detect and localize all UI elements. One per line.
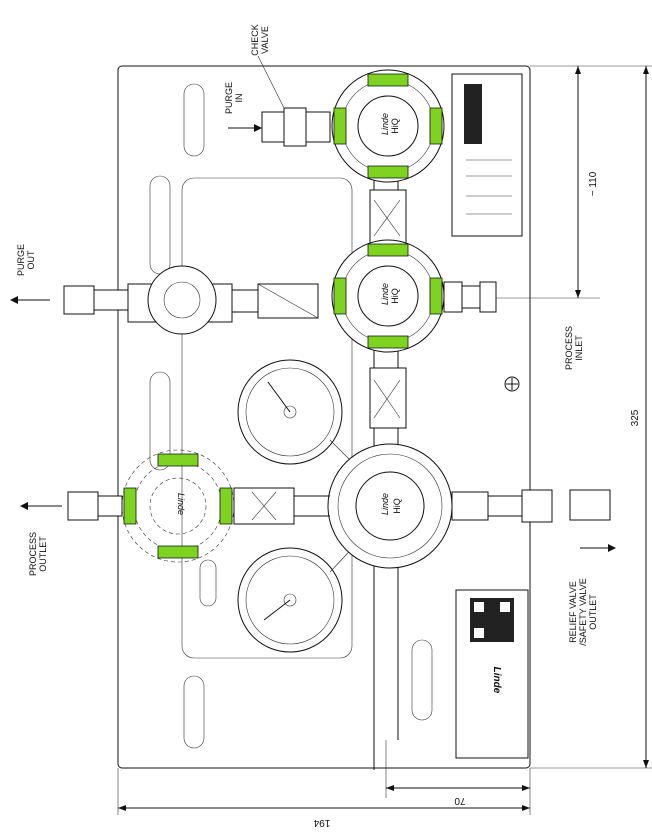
check-valve-fitting	[261, 107, 331, 147]
mounting-slot	[183, 83, 205, 157]
relief-fitting	[521, 489, 553, 523]
purge-out-valve	[127, 265, 319, 335]
process-outlet-label: PROCESS OUTLET	[28, 532, 48, 576]
main-regulator: Linde HiQ	[327, 443, 453, 569]
relief-fitting	[569, 489, 611, 521]
relief-fitting	[487, 495, 523, 517]
svg-text:VALVE: VALVE	[260, 26, 270, 54]
svg-text:CHECK: CHECK	[250, 24, 260, 56]
svg-text:/SAFETY VALVE: /SAFETY VALVE	[578, 578, 588, 646]
svg-text:OUTLET: OUTLET	[588, 594, 598, 630]
dimension-70: 70	[454, 795, 466, 806]
dimension-194: 194	[313, 817, 330, 828]
svg-text:OUTLET: OUTLET	[38, 536, 48, 572]
mounting-slot	[149, 371, 171, 471]
outlet-fitting	[97, 495, 123, 517]
svg-text:PURGE: PURGE	[224, 82, 234, 114]
arrow-icon	[20, 502, 62, 510]
pressure-gauge-upper	[237, 359, 343, 465]
svg-text:PROCESS: PROCESS	[564, 326, 574, 370]
mounting-screw-icon	[504, 376, 520, 392]
svg-text:Linde: Linde	[380, 283, 390, 305]
svg-text:Linde: Linde	[380, 493, 390, 515]
outlet-fitting	[67, 491, 99, 521]
top-regulator: Linde HiQ	[331, 69, 445, 183]
svg-text:PROCESS: PROCESS	[28, 532, 38, 576]
dimension-110: ~ 110	[588, 171, 599, 196]
mounting-slot	[183, 675, 205, 749]
pressure-gauge-lower	[237, 547, 343, 653]
arrow-icon	[580, 544, 616, 552]
inlet-fitting	[443, 281, 463, 313]
check-valve-leader	[257, 55, 285, 109]
svg-text:Linde: Linde	[176, 493, 186, 515]
purge-out-label: PURGE OUT	[16, 244, 36, 276]
regulator-hiq-mark: HiQ	[390, 118, 400, 134]
regulator-brand-logo: Linde	[380, 113, 390, 135]
inlet-fitting	[461, 285, 481, 309]
purge-in-label: PURGE IN	[224, 82, 244, 114]
svg-text:PURGE: PURGE	[16, 244, 26, 276]
mounting-slot	[199, 559, 217, 607]
check-valve-label: CHECK VALVE	[250, 24, 270, 56]
mounting-slot	[149, 175, 171, 275]
middle-regulator: Linde HiQ	[331, 239, 445, 353]
svg-text:RELIEF VALVE: RELIEF VALVE	[568, 581, 578, 643]
relief-valve-label: RELIEF VALVE /SAFETY VALVE OUTLET	[568, 578, 598, 646]
dimension-325: 325	[630, 409, 641, 426]
plate-inner-recess	[181, 177, 353, 659]
arrow-icon	[10, 296, 50, 304]
mounting-slot	[411, 639, 433, 721]
process-inlet-label: PROCESS INLET	[564, 326, 584, 370]
purge-out-fitting	[93, 289, 129, 311]
outlet-regulator: Linde	[121, 449, 235, 563]
svg-text:INLET: INLET	[574, 335, 584, 361]
inlet-fitting	[479, 281, 497, 313]
svg-text:OUT: OUT	[26, 250, 36, 270]
svg-text:HiQ: HiQ	[390, 288, 400, 304]
pipe-coupling	[369, 189, 407, 247]
svg-text:HiQ: HiQ	[392, 498, 402, 514]
relief-fitting	[451, 491, 489, 521]
purge-out-fitting	[63, 285, 95, 315]
instruction-label-plate	[451, 73, 523, 237]
qr-logo-plate: Linde	[455, 589, 529, 759]
brand-logo: Linde	[491, 667, 502, 694]
mounting-plate	[117, 65, 531, 769]
arrow-icon	[228, 124, 262, 132]
svg-text:IN: IN	[234, 94, 244, 103]
